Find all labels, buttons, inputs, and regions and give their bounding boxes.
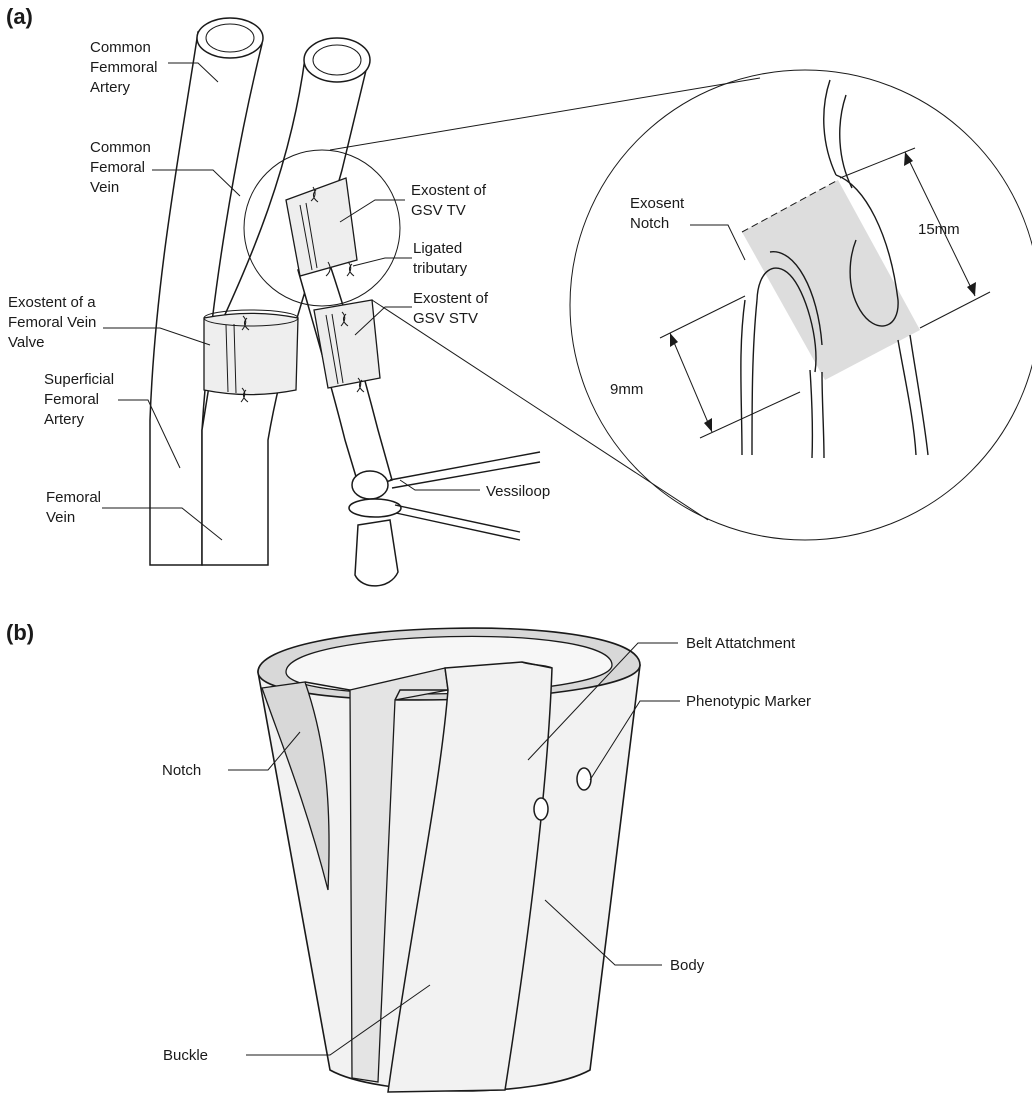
vein-wall-left <box>741 300 757 455</box>
label-body: Body <box>670 957 705 974</box>
label-belt-attachment: Belt Attatchment <box>686 635 796 652</box>
panel-label-b: (b) <box>6 620 34 645</box>
dim15-ext-bottom <box>920 292 990 328</box>
exostent-gsv-stv-cuff <box>314 300 380 388</box>
label-fv: Femoral Vein <box>46 489 105 526</box>
vein-wall-top <box>824 80 852 188</box>
label-cfa: Common Femmoral Artery <box>90 39 162 96</box>
label-exosent-notch: Exosent Notch <box>630 195 688 232</box>
label-exo-gsv-tv: Exostent of GSV TV <box>411 182 490 219</box>
label-notch: Notch <box>162 762 201 779</box>
leader-ligated <box>353 258 412 266</box>
dim15-ext-top <box>840 148 915 178</box>
dim9-arrow-line <box>670 333 712 432</box>
panel-label-a: (a) <box>6 4 33 29</box>
vein-wall-right <box>898 335 928 455</box>
label-phenotypic-marker: Phenotypic Marker <box>686 693 811 710</box>
phenotypic-marker-2 <box>577 768 591 790</box>
dim9-ext-top <box>660 296 745 338</box>
ligated-tributary-tie <box>347 262 354 276</box>
phenotypic-marker-1 <box>534 798 548 820</box>
leader-exosent-notch <box>690 225 745 260</box>
gsv-bulb <box>352 471 388 499</box>
zoomed-notch-detail <box>660 80 990 458</box>
label-ligated-tributary: Ligated tributary <box>413 240 468 277</box>
label-buckle: Buckle <box>163 1047 208 1064</box>
vessiloop-ring <box>349 499 401 517</box>
label-sfa: Superficial Femoral Artery <box>44 371 118 428</box>
label-cfv: Common Femoral Vein <box>90 139 155 196</box>
vein-wall-middle <box>810 370 824 458</box>
vessiloop-strand-lower <box>395 505 520 540</box>
exostent-shaded-area <box>742 180 920 380</box>
zoom-line-top <box>330 78 760 150</box>
label-exo-gsv-stv: Exostent of GSV STV <box>413 290 492 327</box>
label-vessiloop: Vessiloop <box>486 483 550 500</box>
label-exo-femoral-valve: Exostent of a Femoral Vein Valve <box>8 294 101 351</box>
label-dim-15mm: 15mm <box>918 221 960 238</box>
dim9-ext-bottom <box>700 392 800 438</box>
gsv-end <box>355 520 398 586</box>
exostent-3d-drawing <box>258 628 640 1092</box>
label-dim-9mm: 9mm <box>610 381 643 398</box>
